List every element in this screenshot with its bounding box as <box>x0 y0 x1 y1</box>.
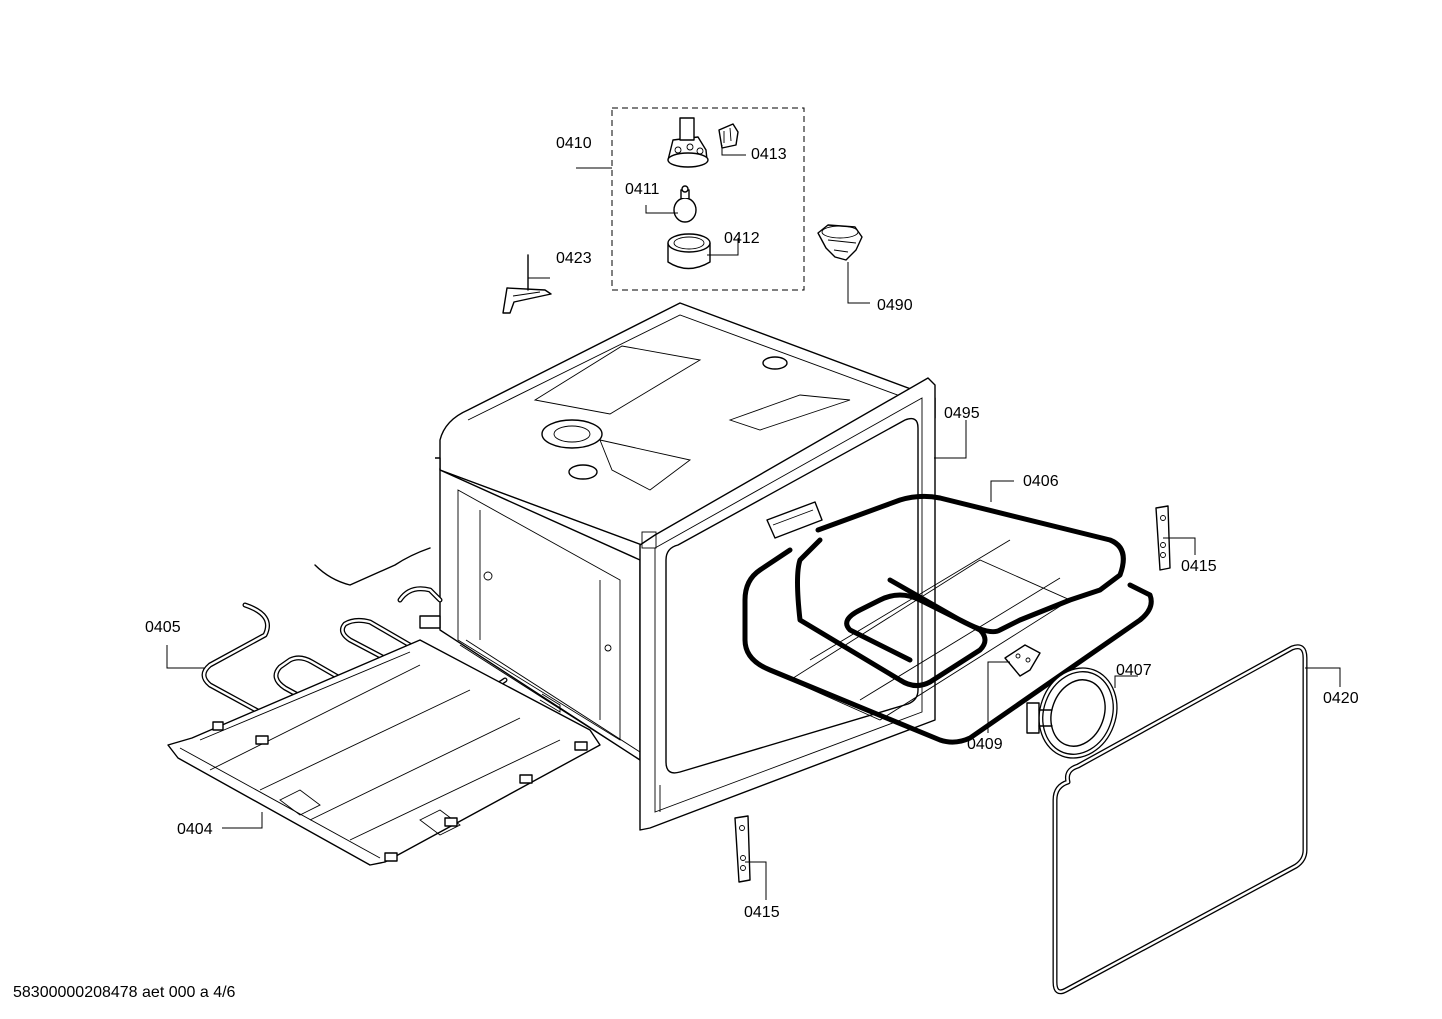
document-id: 58300000208478 aet 000 a 4/6 <box>13 984 236 1001</box>
part-grill-element <box>742 493 1154 745</box>
label-0406: 0406 <box>1023 473 1059 490</box>
part-hinge-plate <box>1004 644 1041 677</box>
label-0411: 0411 <box>625 181 660 198</box>
label-0410: 0410 <box>556 135 592 152</box>
oven-cavity <box>435 302 936 761</box>
label-0412: 0412 <box>724 230 760 247</box>
part-ring-heater <box>1026 667 1118 759</box>
label-0405: 0405 <box>145 619 181 636</box>
part-bottom-plate <box>167 639 601 866</box>
leader-lines <box>166 145 1341 900</box>
cavity-top-opening <box>541 419 603 449</box>
label-0404: 0404 <box>177 821 213 838</box>
part-lamp-cover <box>817 224 863 261</box>
part-lamp-holder <box>667 117 709 168</box>
part-front-frame <box>639 377 936 831</box>
lamp-group-dashed-box <box>611 107 805 291</box>
label-0413: 0413 <box>751 146 787 163</box>
label-0420: 0420 <box>1323 690 1359 707</box>
part-lamp-glass <box>667 233 711 270</box>
grill-terminal-block <box>766 501 823 539</box>
label-0415-right: 0415 <box>1181 558 1217 575</box>
part-rail-bracket-bottom <box>734 815 751 883</box>
label-0495: 0495 <box>944 405 980 422</box>
part-lamp-bulb <box>673 185 697 223</box>
label-0409: 0409 <box>967 736 1003 753</box>
label-0407: 0407 <box>1116 662 1152 679</box>
part-labels: 0410 0413 0411 0412 0423 0490 0495 0406 … <box>145 135 1359 921</box>
part-bottom-heater <box>201 547 508 782</box>
label-0423: 0423 <box>556 250 592 267</box>
part-door-gasket <box>1052 644 1308 995</box>
lamp-assembly-group <box>611 107 805 291</box>
label-0415-bottom: 0415 <box>744 904 780 921</box>
part-bracket <box>502 254 552 314</box>
label-0490: 0490 <box>877 297 913 314</box>
part-lamp-clip <box>718 123 739 149</box>
